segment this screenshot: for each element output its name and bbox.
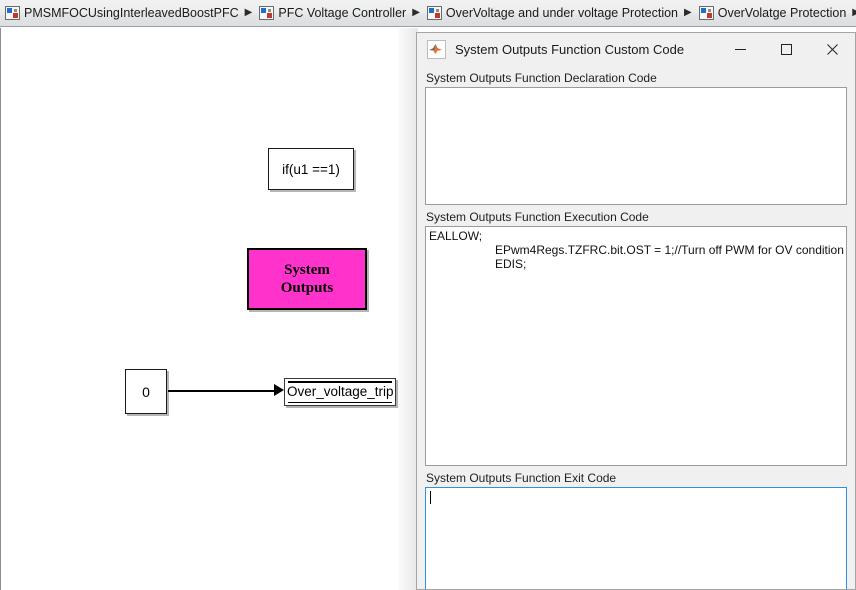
breadcrumb-separator-icon: ▶: [852, 6, 856, 20]
system-outputs-label-line2: Outputs: [280, 280, 334, 296]
canvas-gutter: [398, 28, 418, 590]
simulink-subsystem-icon: [698, 6, 714, 20]
signal-arrow-icon: [274, 384, 284, 396]
breadcrumb-item-3[interactable]: OverVoltage and under voltage Protection: [426, 2, 679, 24]
execution-code-input[interactable]: EALLOW; EPwm4Regs.TZFRC.bit.OST = 1;//Tu…: [425, 226, 847, 466]
breadcrumb-item-2[interactable]: PFC Voltage Controller: [258, 2, 407, 24]
system-outputs-block[interactable]: System Outputs: [247, 248, 367, 310]
dialog-title: System Outputs Function Custom Code: [455, 42, 685, 57]
simulink-subsystem-icon: [426, 6, 442, 20]
system-outputs-block-label: System Outputs: [281, 261, 334, 297]
simulink-subsystem-icon: [5, 6, 20, 20]
exit-code-value: [429, 490, 843, 504]
close-icon[interactable]: [809, 33, 855, 66]
breadcrumb-item-4[interactable]: OverVolatge Protection: [698, 2, 848, 24]
window-controls: [717, 33, 855, 66]
breadcrumb-separator-icon: ▶: [412, 7, 420, 18]
data-store-write-block[interactable]: Over_voltage_trip: [284, 378, 396, 406]
breadcrumb-separator-icon: ▶: [244, 7, 253, 18]
minimize-icon[interactable]: [717, 33, 763, 66]
constant-block-label: 0: [142, 383, 150, 400]
if-block-label: if(u1 ==1): [282, 161, 340, 177]
constant-block[interactable]: 0: [125, 369, 167, 414]
text-caret: [430, 491, 431, 504]
data-store-write-label: Over_voltage_trip: [287, 384, 394, 399]
maximize-icon[interactable]: [763, 33, 809, 66]
if-condition-block[interactable]: if(u1 ==1): [268, 148, 354, 190]
system-outputs-label-line1: System: [284, 262, 330, 278]
execution-code-line-2: EPwm4Regs.TZFRC.bit.OST = 1;//Turn off P…: [495, 243, 844, 257]
breadcrumb-item-1[interactable]: PMSMFOCUsingInterleavedBoostPFC: [4, 2, 240, 24]
dialog-titlebar[interactable]: System Outputs Function Custom Code: [417, 33, 855, 66]
exit-code-input[interactable]: [425, 487, 847, 589]
breadcrumb-item-label: PFC Voltage Controller: [278, 6, 407, 20]
execution-code-label: System Outputs Function Execution Code: [426, 210, 649, 224]
dialog-body: System Outputs Function Declaration Code…: [417, 71, 855, 589]
matlab-icon: [427, 40, 446, 59]
breadcrumb-item-label: PMSMFOCUsingInterleavedBoostPFC: [24, 6, 239, 20]
simulink-subsystem-icon: [259, 6, 275, 20]
declaration-code-label: System Outputs Function Declaration Code: [426, 71, 657, 85]
block-bar-bottom: [288, 401, 392, 403]
execution-code-line-3: EDIS;: [495, 257, 527, 271]
breadcrumb-item-label: OverVolatge Protection: [717, 6, 847, 20]
block-bar-top: [288, 381, 392, 383]
custom-code-dialog: System Outputs Function Custom Code Syst…: [416, 32, 856, 590]
signal-line[interactable]: [168, 390, 276, 392]
breadcrumb-item-label: OverVoltage and under voltage Protection: [445, 6, 679, 20]
execution-code-line-1: EALLOW;: [429, 229, 483, 243]
breadcrumb-separator-icon: ▶: [684, 7, 692, 18]
exit-code-label: System Outputs Function Exit Code: [426, 471, 617, 485]
declaration-code-input[interactable]: [425, 87, 847, 205]
model-canvas[interactable]: if(u1 ==1) System Outputs 0 Over_voltage…: [0, 28, 398, 590]
breadcrumb: PMSMFOCUsingInterleavedBoostPFC ▶ PFC Vo…: [0, 0, 856, 27]
